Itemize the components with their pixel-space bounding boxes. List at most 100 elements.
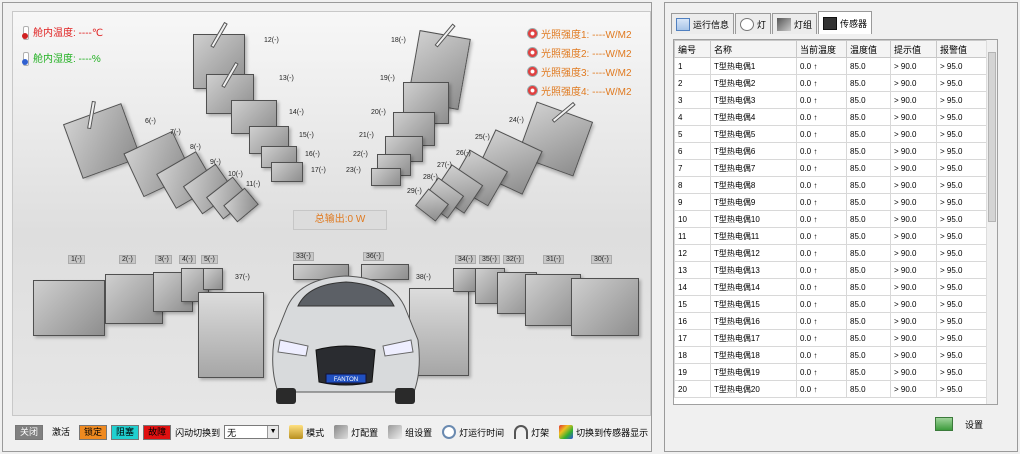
lamp-runtime-button[interactable]: 灯运行时间 [442,425,504,439]
table-cell: 16 [674,312,711,330]
table-cell: 85.0 [846,363,891,381]
tab-sensor[interactable]: 传感器 [818,11,873,34]
flash-switch-select[interactable]: 无 ▼ [224,425,280,439]
settings-icon [935,417,953,431]
lamp-5[interactable] [203,268,223,290]
table-scrollbar[interactable] [986,40,997,404]
table-cell: 20 [674,380,711,398]
table-cell: > 90.0 [890,159,937,177]
lamp-config-button[interactable]: 灯配置 [334,425,378,439]
table-cell: > 95.0 [936,74,989,92]
lamp-34[interactable] [453,268,477,292]
lamp-36[interactable] [361,264,409,280]
lamp-23[interactable] [371,168,401,186]
col-header-current-temp[interactable]: 当前温度 [796,40,847,58]
table-cell: > 90.0 [890,295,937,313]
table-cell: T型热电偶7 [710,159,797,177]
group-settings-button[interactable]: 组设置 [388,425,432,439]
tab-lamp[interactable]: 灯 [735,13,772,34]
table-cell: > 90.0 [890,57,937,75]
table-cell: > 95.0 [936,91,989,109]
table-cell: T型热电偶16 [710,312,797,330]
flash-switch-label: 闪动切换到 [175,427,221,438]
table-cell: 85.0 [846,261,891,279]
table-cell: > 90.0 [890,380,937,398]
lamp-17[interactable] [271,162,303,182]
table-cell: T型热电偶2 [710,74,797,92]
lamp-37[interactable] [198,292,264,378]
sensor-icon [527,85,538,96]
table-cell: 0.0 [796,363,847,381]
table-cell: 85.0 [846,57,891,75]
tab-lamp-group[interactable]: 灯组 [772,13,818,34]
scrollbar-thumb[interactable] [988,52,996,222]
lamp-label: 38(-) [416,274,431,281]
table-cell: > 90.0 [890,91,937,109]
table-cell: T型热电偶13 [710,261,797,279]
cabin-humidity-text: 舱内湿度: ----% [33,54,101,65]
table-cell: T型热电偶20 [710,380,797,398]
mode-button[interactable]: 模式 [289,425,324,439]
table-cell: 85.0 [846,108,891,126]
lamp-config-label: 灯配置 [351,427,379,438]
table-cell: 14 [674,278,711,296]
table-cell: 13 [674,261,711,279]
tab-run-info[interactable]: 运行信息 [671,13,735,34]
tab-label: 传感器 [840,18,868,29]
table-cell: 5 [674,125,711,143]
col-header-hint-value[interactable]: 提示值 [890,40,937,58]
table-cell: 85.0 [846,380,891,398]
lamp-30[interactable] [571,278,639,336]
chevron-down-icon: ▼ [267,426,279,438]
tab-label: 运行信息 [693,19,730,30]
col-header-id[interactable]: 编号 [674,40,711,58]
col-header-alarm-value[interactable]: 报警值 [936,40,989,58]
tab-label: 灯 [757,19,767,30]
col-header-temp-value[interactable]: 温度值 [846,40,891,58]
lamp-13[interactable] [206,74,254,114]
lamp-label: 15(-) [299,132,314,139]
status-toolbar: 关闭 激活 锁定 阻塞 故障 闪动切换到 无 ▼ 模式 灯配置 组设置 灯运行时… [15,423,655,441]
lamp-1[interactable] [33,280,105,336]
table-cell: > 95.0 [936,159,989,177]
col-header-name[interactable]: 名称 [710,40,797,58]
table-cell: 0.0 [796,91,847,109]
table-cell: > 95.0 [936,346,989,364]
lamp-label: 23(-) [346,167,361,174]
lamp-label: 9(-) [210,159,221,166]
lamp-label: 30(-) [591,255,612,264]
settings-button[interactable]: 设置 [935,417,983,431]
table-cell: 3 [674,91,711,109]
lamp-label: 26(-) [456,150,471,157]
table-cell: 1 [674,57,711,75]
thermometer-icon [21,25,30,40]
cabin-humidity-readout: 舱内湿度: ----% [21,50,101,66]
table-cell: > 90.0 [890,363,937,381]
table-cell: > 95.0 [936,227,989,245]
lamp-rack-button[interactable]: 灯架 [514,425,549,439]
lamp-label: 6(-) [145,118,156,125]
flash-switch-value: 无 [227,427,237,438]
table-cell: 0.0 [796,125,847,143]
switch-sensor-button[interactable]: 切换到传感器显示 [559,425,648,439]
